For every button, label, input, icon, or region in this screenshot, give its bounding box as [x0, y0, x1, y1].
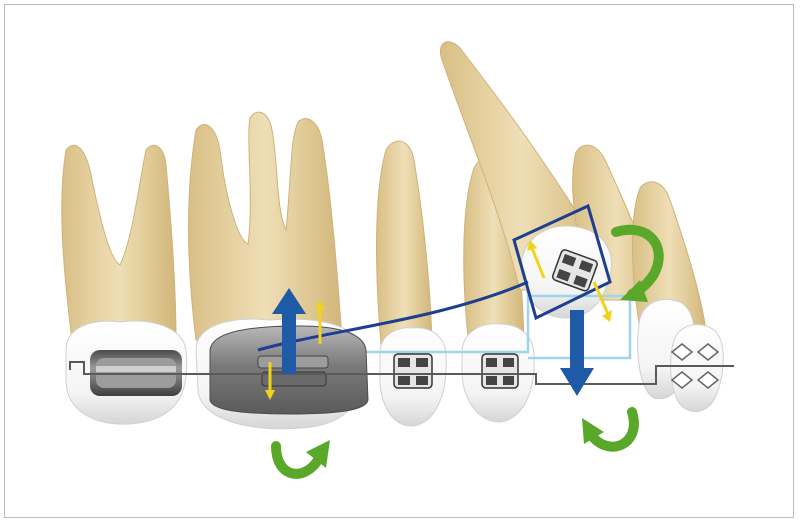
green-rotation-arrow-molar: [271, 440, 330, 479]
crown-central-incisor: [670, 324, 724, 412]
archwire: [69, 361, 734, 385]
root-premolar-2: [376, 140, 433, 356]
yellow-arrows-canine: [527, 240, 612, 322]
bracket-premolar-2: [393, 353, 433, 389]
bracket-canine: [551, 249, 598, 292]
bracket-incisors: [670, 343, 720, 389]
green-rotation-arrow-premolar: [582, 407, 639, 452]
tooth-roots: [61, 41, 707, 356]
yellow-arrows-molar: [265, 300, 325, 400]
blue-arrow-up: [272, 288, 306, 374]
root-molar-1: [188, 111, 343, 341]
root-central-incisor: [631, 181, 707, 331]
root-molar-2: [61, 144, 177, 341]
bracket-premolar-1: [481, 353, 519, 389]
blue-arrow-down: [560, 310, 594, 396]
green-rotation-arrow-canine: [611, 225, 664, 302]
